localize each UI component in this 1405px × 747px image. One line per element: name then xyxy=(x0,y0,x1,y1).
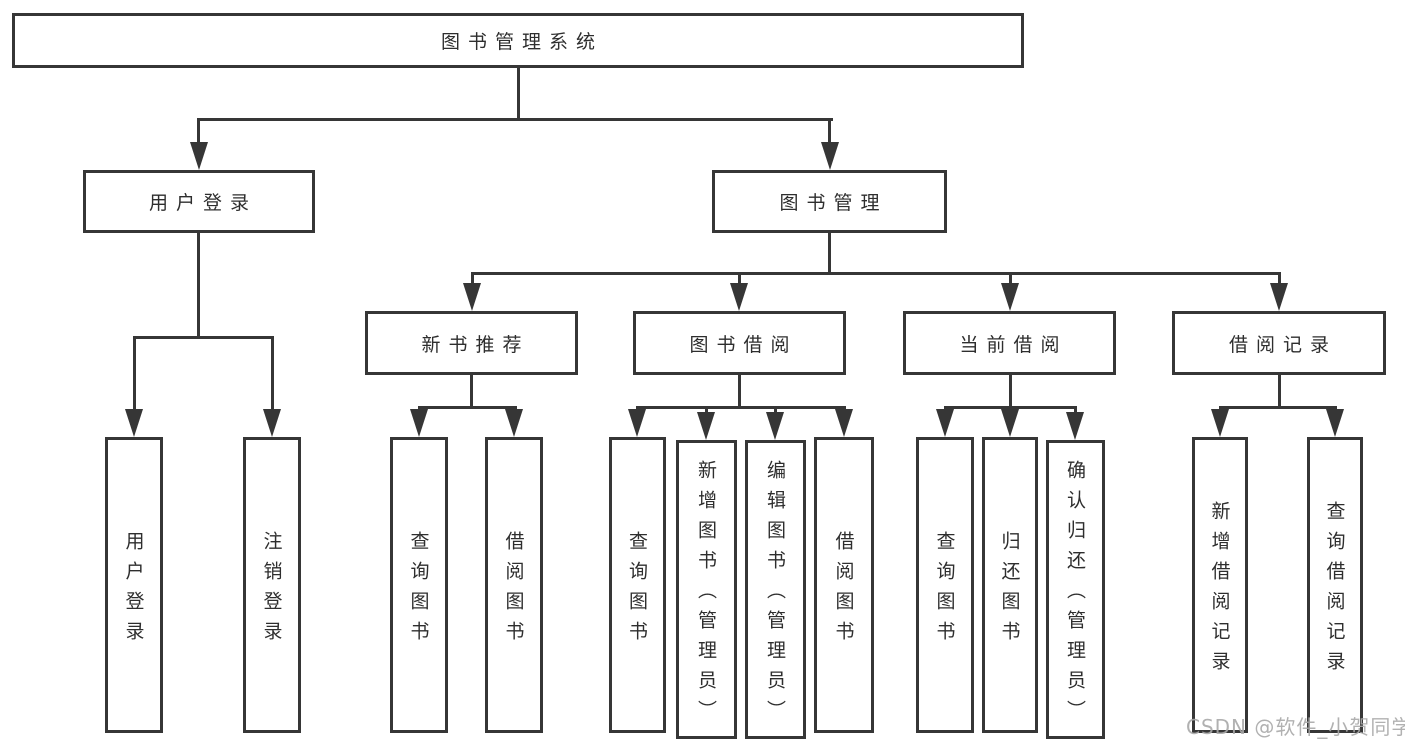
node-label: 借阅图书 xyxy=(832,530,855,651)
node-user-login: 用户登录 xyxy=(83,170,315,233)
node-current-borrowing: 当前借阅 xyxy=(903,311,1116,375)
node-borrow-books-2: 借阅图书 xyxy=(814,437,874,733)
node-label: 用户登录 xyxy=(122,530,145,651)
connector-line xyxy=(471,272,1281,275)
connector-line xyxy=(738,272,741,286)
connector-line xyxy=(418,406,517,409)
node-add-borrow-record: 新增借阅记录 xyxy=(1192,437,1248,733)
connector-line xyxy=(738,375,741,409)
node-query-books-2: 查询图书 xyxy=(609,437,666,733)
arrow-down-icon xyxy=(1326,409,1344,437)
arrow-down-icon xyxy=(835,409,853,437)
node-label: 查询图书 xyxy=(407,530,430,651)
node-label: 借阅图书 xyxy=(502,530,525,651)
connector-line xyxy=(774,406,777,414)
node-borrowing-records: 借阅记录 xyxy=(1172,311,1386,375)
arrow-down-icon xyxy=(410,409,428,437)
node-new-book-recommend: 新书推荐 xyxy=(365,311,578,375)
connector-line xyxy=(1009,272,1012,286)
arrow-down-icon xyxy=(1001,409,1019,437)
node-book-management: 图书管理 xyxy=(712,170,947,233)
node-label: 注销登录 xyxy=(260,530,283,651)
node-book-borrowing: 图书借阅 xyxy=(633,311,846,375)
connector-line xyxy=(133,336,136,414)
node-label: 当前借阅 xyxy=(959,333,1068,356)
node-label: 用户登录 xyxy=(148,192,257,214)
arrow-down-icon xyxy=(190,142,208,170)
node-label: 确认归还（管理员） xyxy=(1064,460,1086,730)
arrow-down-icon xyxy=(1066,412,1084,440)
node-query-books-3: 查询图书 xyxy=(916,437,974,733)
connector-line xyxy=(517,68,520,121)
connector-line xyxy=(828,233,831,275)
arrow-down-icon xyxy=(936,409,954,437)
node-label: 新增借阅记录 xyxy=(1208,500,1231,681)
node-label: 图书借阅 xyxy=(689,333,798,356)
connector-line xyxy=(471,272,474,286)
node-label: 图书管理系统 xyxy=(440,31,603,53)
arrow-down-icon xyxy=(125,409,143,437)
connector-line xyxy=(1219,406,1337,409)
arrow-down-icon xyxy=(263,409,281,437)
connector-line xyxy=(705,406,708,414)
connector-line xyxy=(1074,406,1077,414)
connector-line xyxy=(1009,375,1012,409)
node-logout-action: 注销登录 xyxy=(243,437,301,733)
node-add-book-admin: 新增图书（管理员） xyxy=(676,440,737,739)
node-query-books-1: 查询图书 xyxy=(390,437,448,733)
arrow-down-icon xyxy=(1270,283,1288,311)
arrow-down-icon xyxy=(505,409,523,437)
arrow-down-icon xyxy=(730,283,748,311)
node-query-borrow-record: 查询借阅记录 xyxy=(1307,437,1363,733)
node-borrow-books-1: 借阅图书 xyxy=(485,437,543,733)
connector-line xyxy=(636,406,846,409)
node-library-management-system: 图书管理系统 xyxy=(12,13,1024,68)
node-confirm-return-admin: 确认归还（管理员） xyxy=(1046,440,1105,739)
connector-line xyxy=(197,118,833,121)
node-label: 查询图书 xyxy=(933,530,956,651)
connector-line xyxy=(1278,375,1281,409)
node-label: 编辑图书（管理员） xyxy=(764,460,786,730)
connector-line xyxy=(133,336,274,339)
connector-line xyxy=(1278,272,1281,286)
node-return-book: 归还图书 xyxy=(982,437,1038,733)
node-label: 图书管理 xyxy=(779,192,888,214)
connector-line xyxy=(197,233,200,339)
node-label: 新书推荐 xyxy=(421,333,530,356)
arrow-down-icon xyxy=(463,283,481,311)
node-label: 借阅记录 xyxy=(1228,333,1337,356)
node-label: 查询图书 xyxy=(626,530,648,651)
connector-line xyxy=(944,406,1077,409)
arrow-down-icon xyxy=(1211,409,1229,437)
connector-line xyxy=(828,118,831,146)
node-edit-book-admin: 编辑图书（管理员） xyxy=(745,440,806,739)
connector-line xyxy=(197,118,200,146)
node-label: 归还图书 xyxy=(998,530,1021,651)
csdn-watermark: CSDN @软件_小贺同学 xyxy=(1186,715,1405,739)
node-label: 新增图书（管理员） xyxy=(695,460,717,730)
arrow-down-icon xyxy=(1001,283,1019,311)
connector-line xyxy=(271,336,274,414)
node-label: 查询借阅记录 xyxy=(1323,500,1346,681)
arrow-down-icon xyxy=(697,412,715,440)
arrow-down-icon xyxy=(821,142,839,170)
connector-line xyxy=(470,375,473,409)
node-user-login-action: 用户登录 xyxy=(105,437,163,733)
arrow-down-icon xyxy=(766,412,784,440)
arrow-down-icon xyxy=(628,409,646,437)
